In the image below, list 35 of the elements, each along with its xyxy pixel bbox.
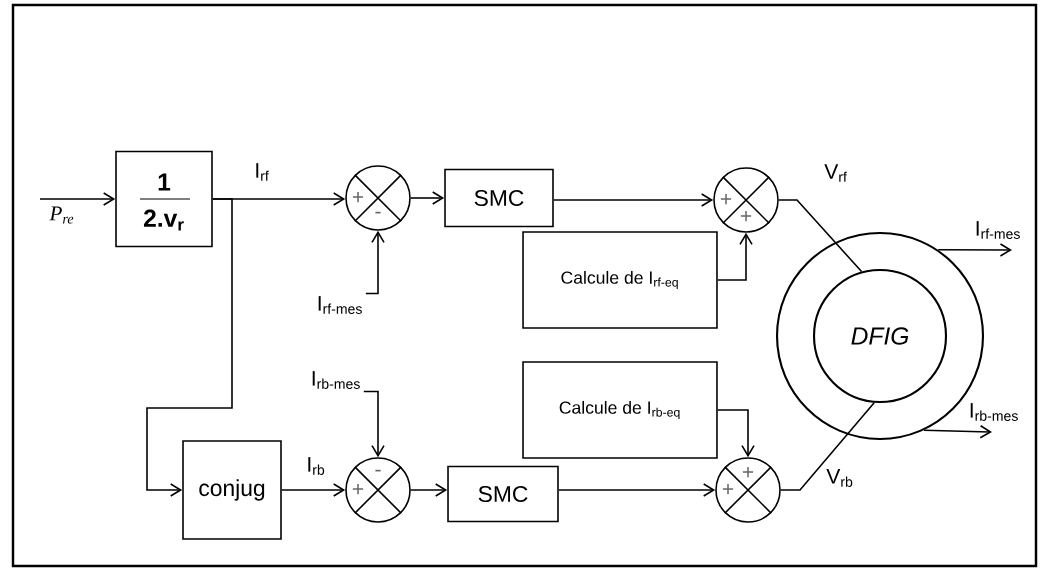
arrow: [937, 243, 1012, 257]
summing-junction: - +: [345, 457, 411, 523]
connector-line: [780, 402, 875, 491]
arrow: [923, 424, 992, 439]
block: Calcule de I$_{rf-eq}$: [522, 231, 718, 329]
arrow: [717, 232, 753, 281]
block: Calcule de I$_{rb-eq}$: [522, 361, 718, 459]
arrow: [717, 409, 755, 458]
signal-label: I$_{rf-mes}$: [318, 296, 362, 314]
arrow: [281, 483, 346, 497]
edge-label: V$_{rb}$: [824, 467, 856, 489]
arrow: [146, 198, 233, 497]
summing-junction: + +: [713, 167, 779, 233]
leader-line: [363, 390, 385, 458]
edge-label: I$_{rb-mes}$: [967, 401, 1021, 423]
edge-label: V$_{rf}$: [822, 162, 850, 184]
signal-label: I$_{rb-mes}$: [312, 371, 360, 389]
block: SMC: [447, 465, 559, 523]
leader-line: [365, 230, 385, 295]
summing-junction: + -: [345, 165, 411, 231]
arrow: [410, 483, 448, 497]
block: conjug: [182, 440, 282, 540]
summing-junction: + +: [715, 457, 781, 523]
edge-label: P$_{re}$: [47, 204, 77, 226]
arrow: [39, 192, 116, 206]
edge-label: I$_{rb}$: [304, 455, 328, 477]
arrow: [410, 191, 445, 205]
block: SMC: [444, 168, 554, 228]
gain-block: 1 2.v$_{r}$: [115, 150, 213, 248]
edge-label: I$_{rf}$: [252, 161, 272, 183]
generator-rotor: DFIG: [812, 268, 948, 404]
arrow: [558, 483, 716, 497]
edge-label: I$_{rf-mes}$: [972, 219, 1024, 241]
arrow: [553, 193, 714, 207]
connector-line: [778, 199, 863, 273]
